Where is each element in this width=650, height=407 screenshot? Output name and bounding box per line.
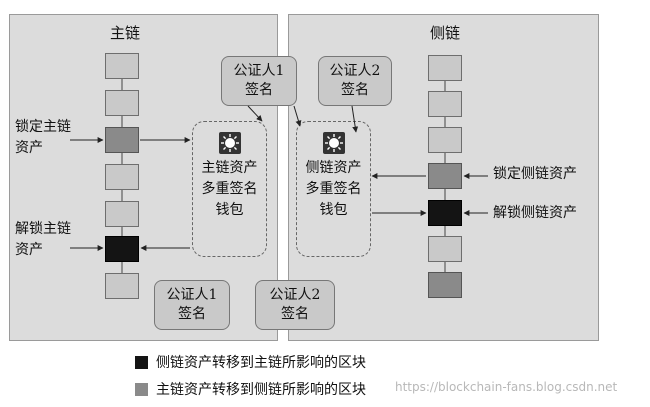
notary-sign: 签名 [245,82,273,98]
side-block-6 [428,236,462,262]
side-block-1 [428,55,462,81]
side-lock-block [428,163,462,189]
notary-name: 公证人1 [166,287,218,303]
wallet-line-2: 多重签名 [201,181,258,197]
wallet-icon [218,132,241,154]
unlock-main-asset-label: 解锁主链 资产 [15,219,71,261]
notary-name: 公证人2 [269,287,321,303]
wallet-line-3: 钱包 [319,202,348,218]
notary-name: 公证人2 [329,63,381,79]
lock-main-asset-label: 锁定主链 资产 [15,117,71,159]
arrow-notary2-to-side-wallet [351,105,359,133]
main-chain-title: 主链 [109,24,140,42]
label-line-2: 资产 [15,242,43,258]
main-block-5 [105,201,139,227]
notary-name: 公证人1 [233,63,285,79]
notary-sign: 签名 [281,306,309,322]
wallet-line-1: 主链资产 [201,160,258,176]
wallet-line-2: 多重签名 [305,181,362,197]
wallet-line-1: 侧链资产 [305,160,362,176]
arrow-notary1-to-side-wallet [293,105,302,127]
side-block-7 [428,272,462,298]
label-line-2: 资产 [15,140,43,156]
main-unlock-block [105,236,139,262]
unlock-side-asset-label: 解锁侧链资产 [493,205,577,221]
legend: 侧链资产转移到主链所影响的区块 主链资产转移到侧链所影响的区块 [135,352,366,399]
wallet-icon [322,132,345,154]
legend-item-side-to-main: 侧链资产转移到主链所影响的区块 [135,352,366,372]
notary-top-right: 公证人2 签名 [318,56,392,106]
side-block-2 [428,91,462,117]
label-line-1: 解锁主链 [15,221,71,237]
legend-swatch-black [135,355,148,369]
wallet-line-3: 钱包 [215,202,244,218]
main-block-4 [105,164,139,190]
legend-item-main-to-side: 主链资产转移到侧链所影响的区块 [135,379,366,399]
main-multisig-wallet: 主链资产 多重签名 钱包 [192,121,267,257]
arrow-notary1-to-main-wallet [247,105,263,122]
side-unlock-block [428,200,462,226]
side-chain-title: 侧链 [429,24,460,42]
main-block-1 [105,53,139,79]
side-block-3 [428,127,462,153]
legend-text: 侧链资产转移到主链所影响的区块 [156,355,366,371]
legend-swatch-gray [135,382,148,396]
legend-text: 主链资产转移到侧链所影响的区块 [156,382,366,398]
side-multisig-wallet: 侧链资产 多重签名 钱包 [296,121,371,257]
lock-side-asset-label: 锁定侧链资产 [493,166,577,182]
notary-sign: 签名 [341,82,369,98]
notary-bottom-right: 公证人2 签名 [255,280,335,330]
watermark: https://blockchain-fans.blog.csdn.net [395,380,618,394]
label-line-1: 锁定主链 [15,119,71,135]
main-block-7 [105,273,139,299]
main-lock-block [105,127,139,153]
notary-sign: 签名 [178,306,206,322]
main-block-2 [105,90,139,116]
notary-top-left: 公证人1 签名 [221,56,297,106]
notary-bottom-left: 公证人1 签名 [154,280,230,330]
